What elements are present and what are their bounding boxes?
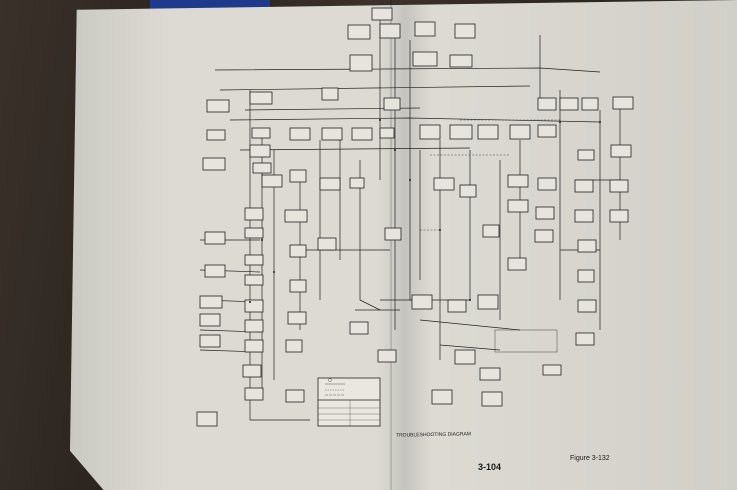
manual-page xyxy=(70,0,737,490)
figure-label: Figure 3-132 xyxy=(570,455,610,462)
page-number: 3-104 xyxy=(478,462,502,472)
page-shading xyxy=(70,0,737,490)
page-fold xyxy=(390,0,392,490)
